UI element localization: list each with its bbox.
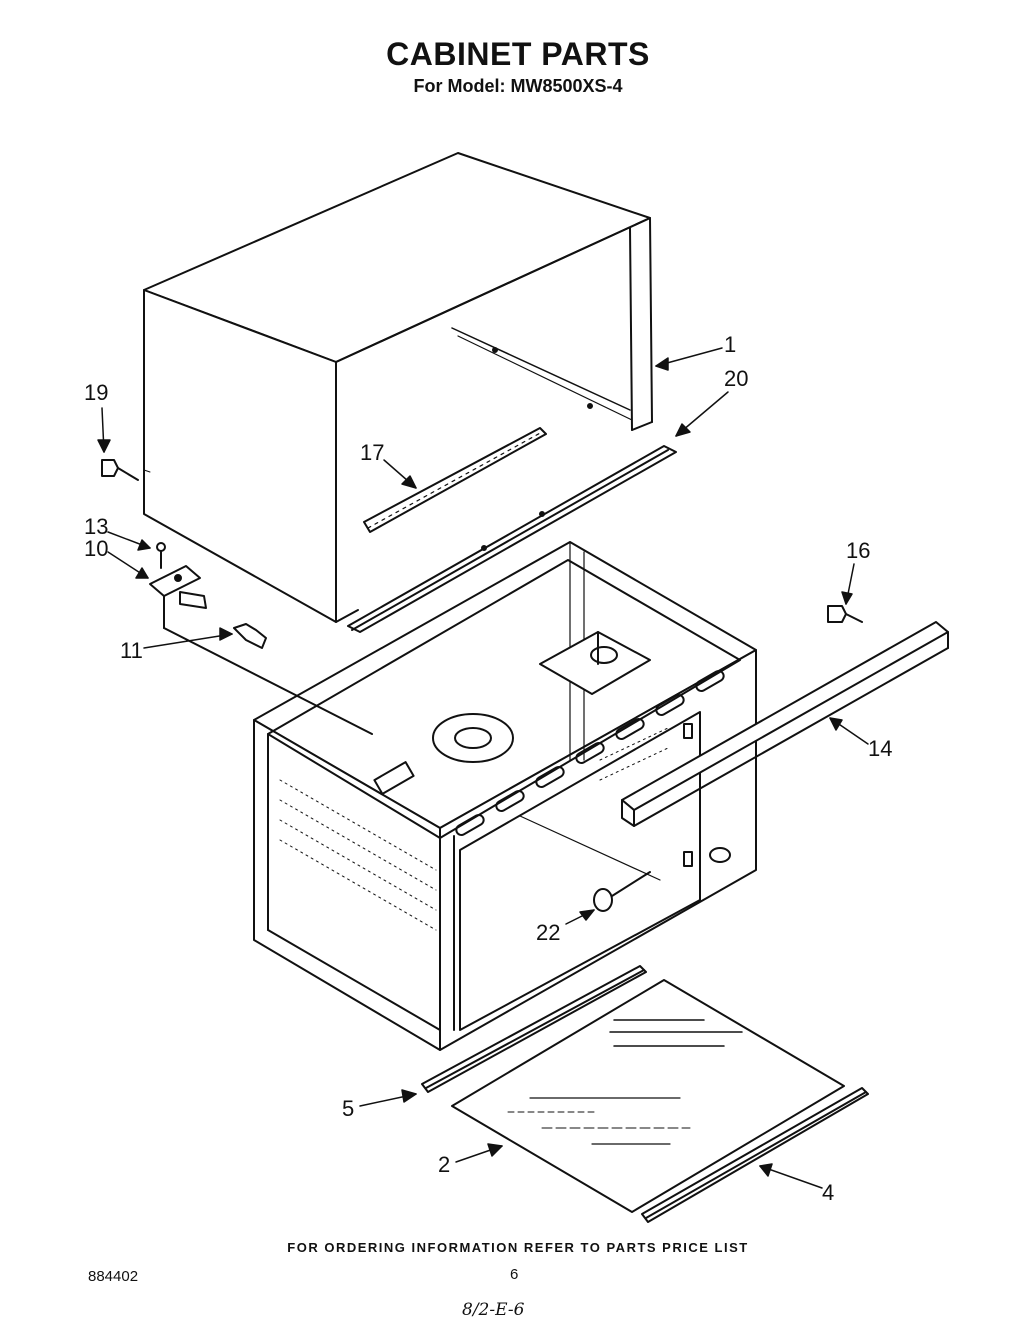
part-2-plate: [451, 979, 845, 1213]
callout-14: 14: [868, 736, 892, 761]
callout-16: 16: [846, 538, 870, 563]
lamp-assembly: [149, 542, 373, 735]
page-title: CABINET PARTS: [386, 36, 650, 72]
part-16-screw: [827, 605, 863, 623]
handwritten-note: 8/2-E-6: [462, 1300, 525, 1320]
chassis-frame: [253, 541, 757, 1051]
callout-11: 11: [120, 638, 143, 663]
callout-5: 5: [342, 1096, 354, 1121]
leader-lines: [97, 347, 869, 1189]
callout-19: 19: [84, 380, 108, 405]
callout-22: 22: [536, 920, 560, 945]
model-subtitle: For Model: MW8500XS-4: [413, 76, 623, 96]
part-20-rail: [347, 445, 677, 633]
part-5-strip: [421, 965, 647, 1093]
part-4-strip: [641, 1087, 869, 1223]
part-17-strip: [363, 427, 547, 533]
callout-4: 4: [822, 1180, 834, 1205]
ordering-note: FOR ORDERING INFORMATION REFER TO PARTS …: [287, 1240, 749, 1255]
document-number: 884402: [88, 1268, 139, 1285]
part-22-foot: [593, 871, 651, 912]
callout-2: 2: [438, 1152, 450, 1177]
part-19-screw: [101, 459, 139, 481]
callout-1: 1: [724, 332, 736, 357]
cabinet-wrapper: [143, 152, 653, 623]
callout-10: 10: [84, 536, 108, 561]
callout-20: 20: [724, 366, 748, 391]
callout-17: 17: [360, 440, 384, 465]
page-number: 6: [510, 1266, 519, 1283]
callout-labels: 1 20 19 17 13 10 11 16 14 22 5 2 4: [84, 332, 892, 1205]
callout-13: 13: [84, 514, 108, 539]
part-14-rail: [621, 621, 949, 827]
